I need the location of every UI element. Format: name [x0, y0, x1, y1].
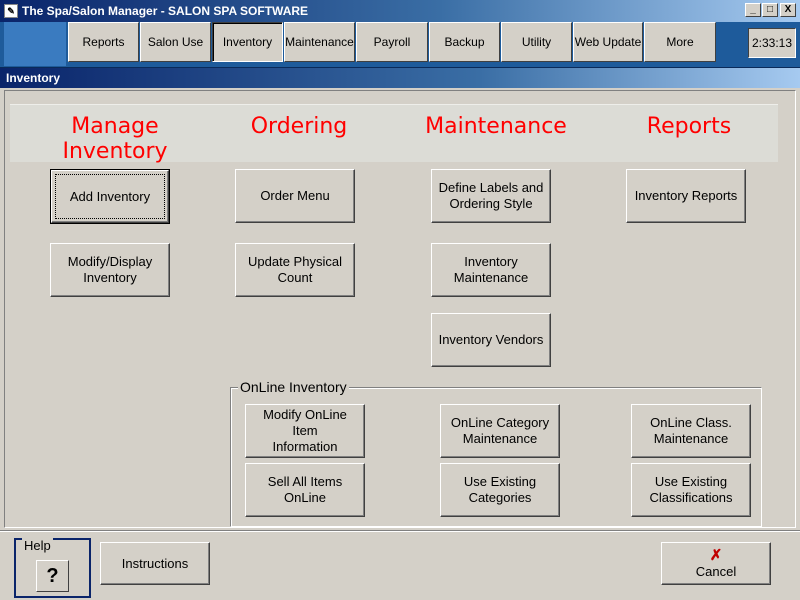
order-menu-button[interactable]: Order Menu [235, 169, 355, 223]
nav-utility[interactable]: Utility [501, 22, 572, 62]
cancel-x-icon: ✗ [709, 546, 723, 564]
minimize-button[interactable]: _ [745, 3, 761, 17]
question-icon: ? [46, 564, 59, 587]
define-labels-button[interactable]: Define Labels and Ordering Style [431, 169, 551, 223]
nav-reports[interactable]: Reports [68, 22, 139, 62]
main-panel [4, 90, 796, 528]
toolbar-logo [4, 22, 66, 66]
modify-online-item-button[interactable]: Modify OnLine Item Information [245, 404, 365, 458]
inventory-maintenance-button[interactable]: Inventory Maintenance [431, 243, 551, 297]
maximize-button[interactable]: □ [762, 3, 778, 17]
use-existing-categories-button[interactable]: Use Existing Categories [440, 463, 560, 517]
sell-all-items-online-button[interactable]: Sell All Items OnLine [245, 463, 365, 517]
add-inventory-button[interactable]: Add Inventory [50, 169, 170, 224]
cancel-label: Cancel [695, 563, 737, 579]
cancel-button[interactable]: ✗ Cancel [661, 542, 771, 585]
online-category-maintenance-button[interactable]: OnLine Category Maintenance [440, 404, 560, 458]
footer-divider [0, 530, 800, 532]
app-icon: ✎ [4, 4, 18, 18]
heading-reports: Reports [646, 114, 732, 139]
window-title: The Spa/Salon Manager - SALON SPA SOFTWA… [22, 4, 309, 18]
inventory-reports-button[interactable]: Inventory Reports [626, 169, 746, 223]
nav-web-update[interactable]: Web Update [573, 22, 643, 62]
update-physical-count-button[interactable]: Update Physical Count [235, 243, 355, 297]
heading-maintenance: Maintenance [425, 114, 567, 139]
nav-salon-use[interactable]: Salon Use [140, 22, 211, 62]
instructions-button[interactable]: Instructions [100, 542, 210, 585]
close-button[interactable]: X [780, 3, 796, 17]
main-toolbar: Reports Salon Use Inventory Maintenance … [0, 22, 800, 68]
modify-display-inventory-button[interactable]: Modify/Display Inventory [50, 243, 170, 297]
nav-backup[interactable]: Backup [429, 22, 500, 62]
online-inventory-legend: OnLine Inventory [238, 379, 349, 395]
form-caption: Inventory [0, 68, 800, 88]
inventory-vendors-button[interactable]: Inventory Vendors [431, 313, 551, 367]
clock-display: 2:33:13 [748, 28, 796, 58]
help-legend: Help [22, 538, 53, 553]
help-button[interactable]: ? [36, 560, 69, 592]
nav-inventory[interactable]: Inventory [212, 22, 283, 62]
nav-more[interactable]: More [644, 22, 716, 62]
heading-ordering: Ordering [250, 114, 348, 139]
online-class-maintenance-button[interactable]: OnLine Class. Maintenance [631, 404, 751, 458]
heading-manage-inventory: Manage Inventory [62, 114, 168, 164]
online-inventory-group [230, 387, 762, 527]
nav-maintenance[interactable]: Maintenance [284, 22, 355, 62]
use-existing-classifications-button[interactable]: Use Existing Classifications [631, 463, 751, 517]
section-header-band [10, 104, 778, 162]
window-titlebar: ✎ The Spa/Salon Manager - SALON SPA SOFT… [0, 0, 800, 22]
nav-payroll[interactable]: Payroll [356, 22, 428, 62]
